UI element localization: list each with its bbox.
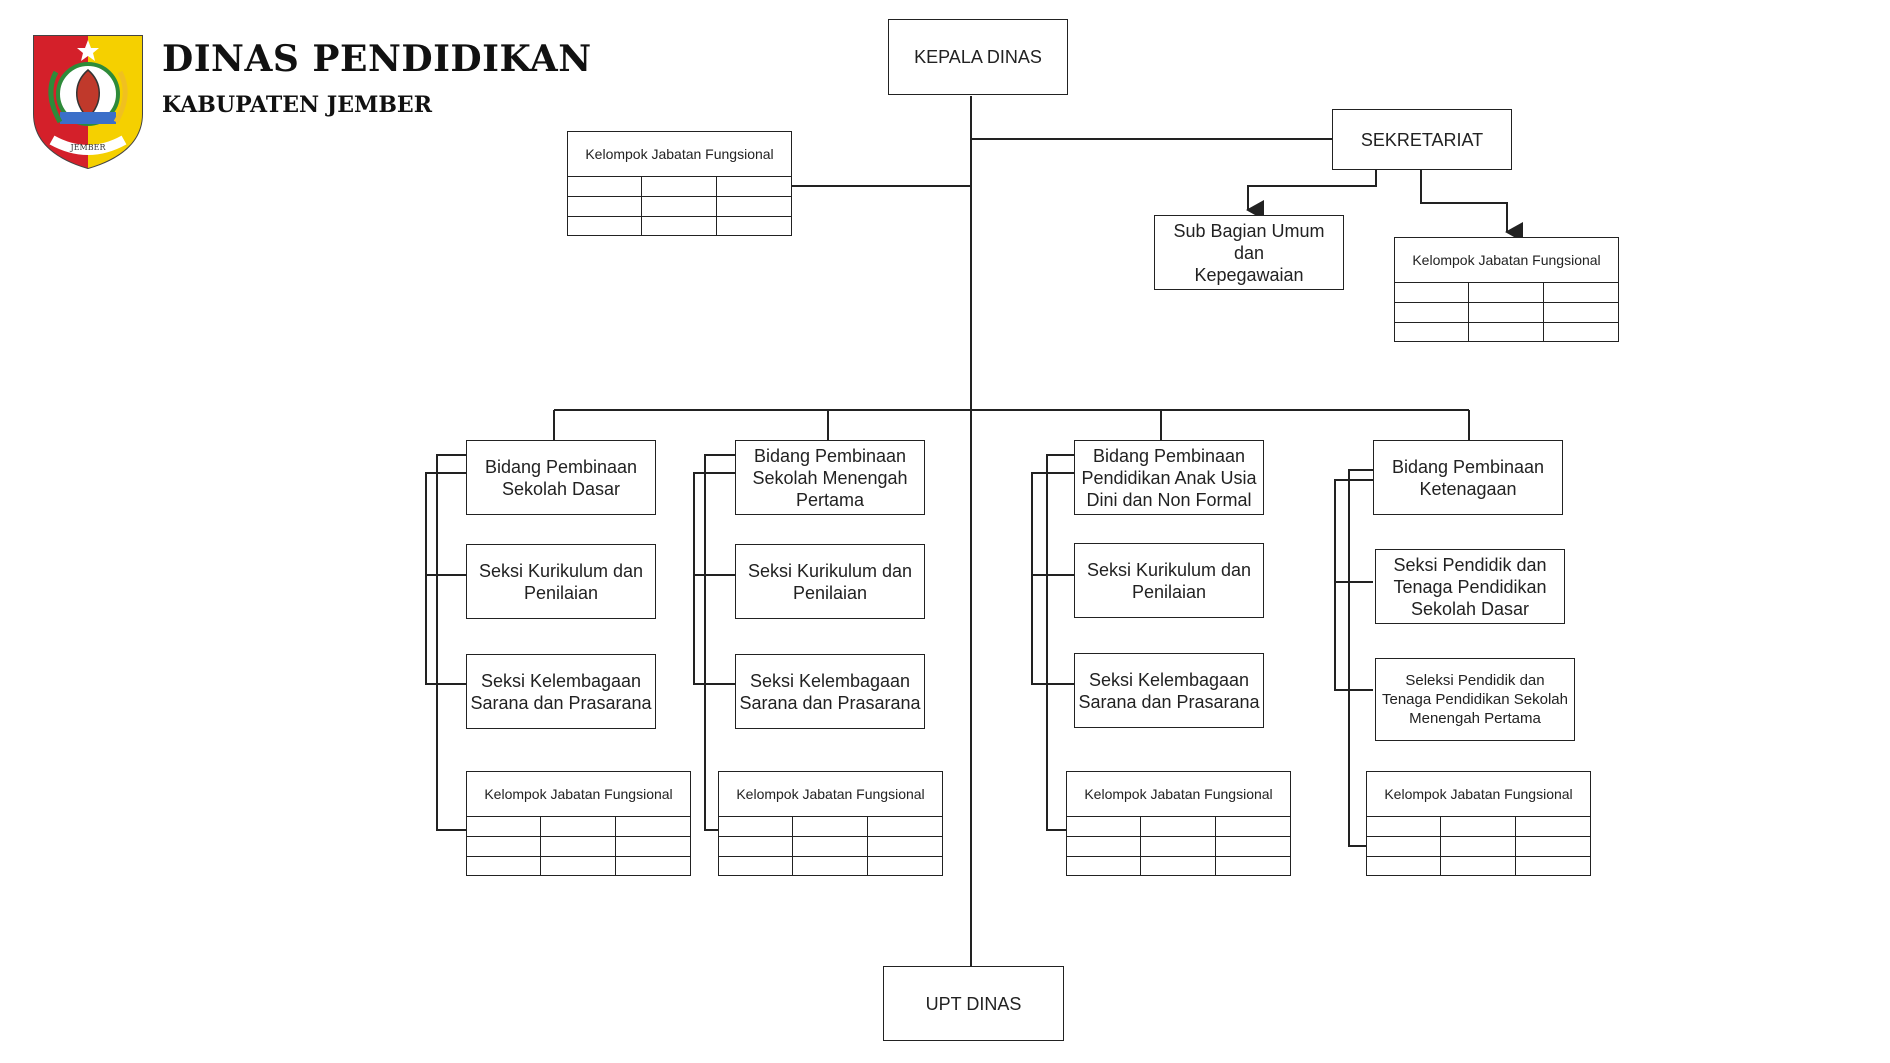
link-sub-bagian — [1246, 170, 1377, 220]
box-sekretariat: SEKRETARIAT — [1332, 109, 1512, 170]
jember-crest-logo: JEMBER — [33, 35, 143, 170]
box-tenaga-sd: Seksi Pendidik dan Tenaga Pendidikan Sek… — [1375, 549, 1565, 624]
jf-table-sekretariat: Kelompok Jabatan Fungsional — [1394, 237, 1619, 342]
box-bidang-sd: Bidang Pembinaan Sekolah Dasar — [466, 440, 656, 515]
box-upt-dinas: UPT DINAS — [883, 966, 1064, 1041]
box-paud-kelembagaan: Seksi Kelembagaan Sarana dan Prasarana — [1074, 653, 1264, 728]
box-sd-kelembagaan: Seksi Kelembagaan Sarana dan Prasarana — [466, 654, 656, 729]
box-bidang-paud: Bidang Pembinaan Pendidikan Anak Usia Di… — [1074, 440, 1264, 515]
box-bidang-smp: Bidang Pembinaan Sekolah Menengah Pertam… — [735, 440, 925, 515]
jf-title: Kelompok Jabatan Fungsional — [719, 772, 942, 817]
box-smp-kelembagaan: Seksi Kelembagaan Sarana dan Prasarana — [735, 654, 925, 729]
jf-title: Kelompok Jabatan Fungsional — [568, 132, 791, 177]
org-title: DINAS PENDIDIKAN — [162, 38, 592, 80]
jf-title: Kelompok Jabatan Fungsional — [1367, 772, 1590, 817]
jf-table-smp: Kelompok Jabatan Fungsional — [718, 771, 943, 876]
box-sd-kurikulum: Seksi Kurikulum dan Penilaian — [466, 544, 656, 619]
jf-table-sd: Kelompok Jabatan Fungsional — [466, 771, 691, 876]
box-kepala-dinas: KEPALA DINAS — [888, 19, 1068, 95]
box-smp-kurikulum: Seksi Kurikulum dan Penilaian — [735, 544, 925, 619]
logo-text: JEMBER — [70, 143, 107, 152]
jf-title: Kelompok Jabatan Fungsional — [1395, 238, 1618, 283]
jf-title: Kelompok Jabatan Fungsional — [467, 772, 690, 817]
box-sub-bagian-umum: Sub Bagian Umum dan Kepegawaian — [1154, 215, 1344, 290]
link-sek-jf — [1420, 170, 1523, 242]
jf-table-top-left: Kelompok Jabatan Fungsional — [567, 131, 792, 236]
org-subtitle: KABUPATEN JEMBER — [162, 92, 432, 118]
jf-title: Kelompok Jabatan Fungsional — [1067, 772, 1290, 817]
jf-table-ketenagaan: Kelompok Jabatan Fungsional — [1366, 771, 1591, 876]
box-tenaga-smp: Seleksi Pendidik dan Tenaga Pendidikan S… — [1375, 658, 1575, 741]
box-paud-kurikulum: Seksi Kurikulum dan Penilaian — [1074, 543, 1264, 618]
box-bidang-ketenagaan: Bidang Pembinaan Ketenagaan — [1373, 440, 1563, 515]
jf-table-paud: Kelompok Jabatan Fungsional — [1066, 771, 1291, 876]
